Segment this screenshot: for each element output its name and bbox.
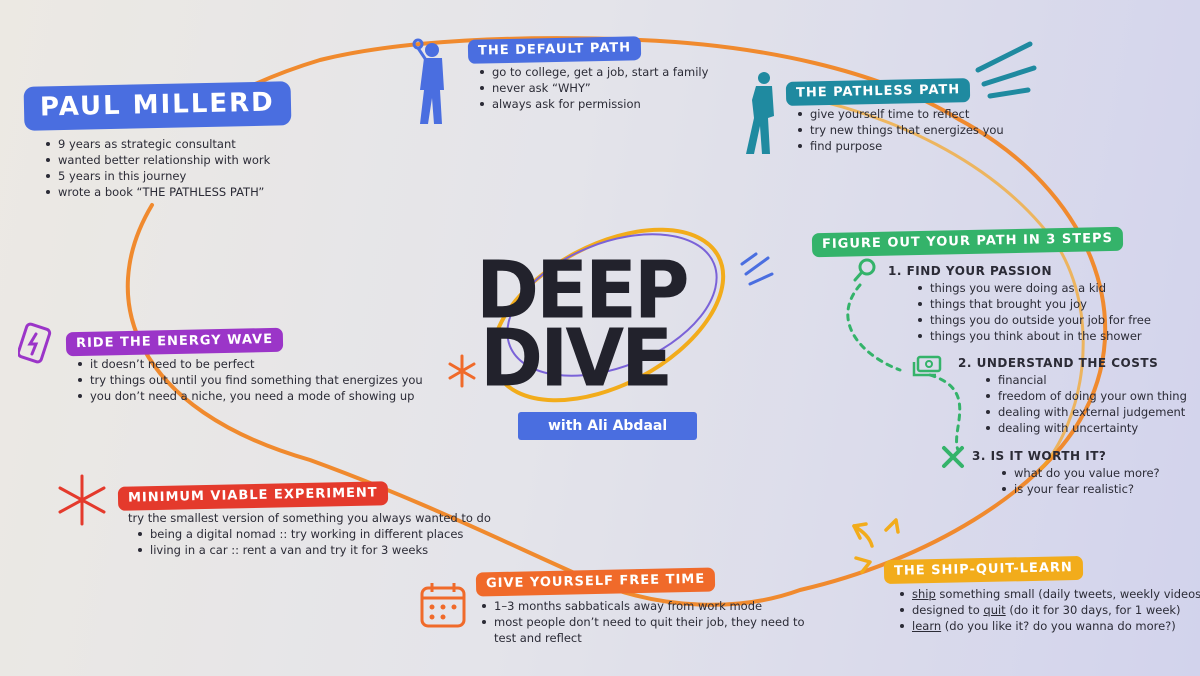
- list-item: try new things that energizes you: [796, 122, 1004, 138]
- list-item: go to college, get a job, start a family: [478, 64, 708, 80]
- quit-lead: designed to: [912, 603, 984, 617]
- ship-quit-learn-list: ship something small (daily tweets, week…: [898, 586, 1200, 634]
- list-item: things you were doing as a kid: [916, 280, 1151, 296]
- asterisk-icon: [58, 474, 106, 526]
- logo-dive: DIVE: [480, 310, 673, 405]
- list-item: being a digital nomad :: try working in …: [136, 526, 463, 542]
- walking-figure-icon: [746, 72, 774, 154]
- ship-quit-learn-title: THE SHIP-QUIT-LEARN: [883, 555, 1084, 585]
- list-item: wrote a book “THE PATHLESS PATH”: [44, 184, 270, 200]
- list-item: it doesn’t need to be perfect: [76, 356, 423, 372]
- paul-millerd-title: PAUL MILLERD: [23, 81, 292, 131]
- list-item: you don’t need a niche, you need a mode …: [76, 388, 423, 404]
- list-item: learn (do you like it? do you wanna do m…: [898, 618, 1200, 634]
- battery-icon: [18, 322, 52, 364]
- learn-keyword: learn: [912, 619, 942, 633]
- list-item: always ask for permission: [478, 96, 708, 112]
- list-item: things you think about in the shower: [916, 328, 1151, 344]
- logo-orbit-purple: [506, 233, 718, 377]
- list-item: ship something small (daily tweets, week…: [898, 586, 1200, 602]
- list-item: financial: [984, 372, 1187, 388]
- list-item: never ask “WHY”: [478, 80, 708, 96]
- pathless-path-title: THE PATHLESS PATH: [785, 78, 971, 106]
- list-item: give yourself time to reflect: [796, 106, 1004, 122]
- logo-deep: DEEP: [476, 242, 690, 337]
- windup-figure-icon: [412, 38, 444, 124]
- pathless-path-list: give yourself time to reflect try new th…: [796, 106, 1004, 154]
- list-item: things you do outside your job for free: [916, 312, 1151, 328]
- energy-wave-title: RIDE THE ENERGY WAVE: [65, 327, 284, 357]
- small-asterisk-icon: [448, 354, 476, 388]
- energy-wave-list: it doesn’t need to be perfect try things…: [76, 356, 423, 404]
- list-item: designed to quit (do it for 30 days, for…: [898, 602, 1200, 618]
- default-path-title: THE DEFAULT PATH: [467, 36, 642, 64]
- cash-icon: [912, 355, 942, 377]
- step-2-list: financial freedom of doing your own thin…: [984, 372, 1187, 436]
- x-mark-icon: [942, 446, 964, 468]
- mve-intro: try the smallest version of something yo…: [128, 511, 491, 525]
- step-3-list: what do you value more? is your fear rea…: [1000, 465, 1160, 497]
- list-item: wanted better relationship with work: [44, 152, 270, 168]
- list-item: most people don’t need to quit their job…: [480, 614, 824, 646]
- ship-keyword: ship: [912, 587, 936, 601]
- logo-sparks-icon: [740, 252, 774, 286]
- quit-rest: (do it for 30 days, for 1 week): [1005, 603, 1181, 617]
- list-item: dealing with external judgement: [984, 404, 1187, 420]
- list-item: what do you value more?: [1000, 465, 1160, 481]
- burst-lines-icon: [975, 41, 1037, 99]
- list-item: living in a car :: rent a van and try it…: [136, 542, 463, 558]
- step-2-title: 2. UNDERSTAND THE COSTS: [958, 356, 1159, 370]
- free-time-list: 1–3 months sabbaticals away from work mo…: [480, 598, 824, 646]
- step-1-list: things you were doing as a kid things th…: [916, 280, 1151, 344]
- calendar-icon: [420, 583, 466, 628]
- list-item: dealing with uncertainty: [984, 420, 1187, 436]
- logo-subtitle-badge: with Ali Abdaal: [518, 412, 698, 440]
- cycle-arrows-icon: [852, 518, 900, 574]
- learn-rest: (do you like it? do you wanna do more?): [941, 619, 1176, 633]
- list-item: is your fear realistic?: [1000, 481, 1160, 497]
- quit-keyword: quit: [983, 603, 1006, 617]
- magnifier-icon: [853, 258, 876, 282]
- list-item: find purpose: [796, 138, 1004, 154]
- ship-rest: something small (daily tweets, weekly vi…: [935, 587, 1200, 601]
- list-item: freedom of doing your own thing: [984, 388, 1187, 404]
- list-item: things that brought you joy: [916, 296, 1151, 312]
- paul-list: 9 years as strategic consultant wanted b…: [44, 136, 270, 200]
- list-item: 5 years in this journey: [44, 168, 270, 184]
- default-path-list: go to college, get a job, start a family…: [478, 64, 708, 112]
- green-dotted-connector: [846, 283, 962, 452]
- list-item: try things out until you find something …: [76, 372, 423, 388]
- list-item: 1–3 months sabbaticals away from work mo…: [480, 598, 824, 614]
- mve-list: being a digital nomad :: try working in …: [136, 526, 463, 558]
- free-time-title: GIVE YOURSELF FREE TIME: [475, 567, 716, 597]
- list-item: 9 years as strategic consultant: [44, 136, 270, 152]
- step-3-title: 3. IS IT WORTH IT?: [972, 449, 1107, 463]
- step-1-title: 1. FIND YOUR PASSION: [888, 264, 1052, 278]
